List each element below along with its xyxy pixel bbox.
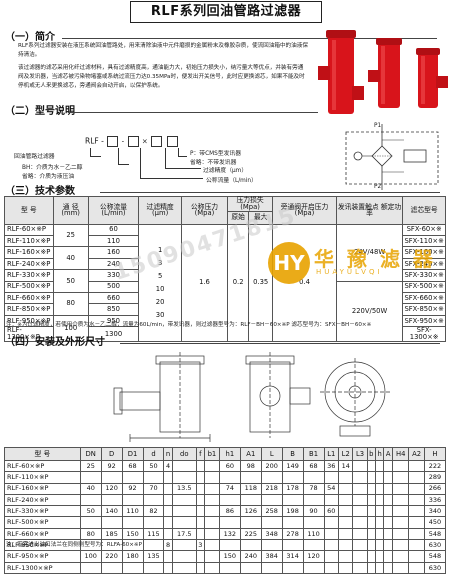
model-code: RLF - - ×	[85, 136, 179, 147]
drawing-front-view	[245, 352, 311, 438]
dims-note: 注：若需进出油口法兰在同侧则型号为：RLFA-60×※P	[6, 542, 142, 548]
port-p1-label: P1	[374, 123, 382, 129]
col-header-bypass: 旁通阀开启压力 (Mpa)	[272, 196, 337, 225]
signal-option-p: P：带CMS型发讯器	[190, 151, 242, 157]
drawing-side-view	[113, 352, 211, 442]
catalog-page: RLF系列回油管路过滤器 （一）简介 RLF系列过滤器安装在液压系统回油管路处，…	[4, 1, 448, 574]
code-box-signal	[166, 136, 178, 147]
flow-label: 公称流量（L/min）	[206, 178, 257, 184]
col-header-loss-orig: 原始	[226, 210, 250, 225]
brand-subname: HUAYULVQI	[316, 268, 383, 276]
brand-name: 华 豫 滤 器	[314, 247, 436, 271]
section-tech-heading: （三）技术参数	[5, 186, 75, 197]
bracket-line	[165, 148, 201, 169]
intro-paragraph-2: 该过滤器的滤芯采用化纤过滤材料，具有过滤精度高，通油能力大，初始压力损失小，纳污…	[18, 65, 305, 89]
col-header-element: 滤芯型号	[402, 196, 446, 225]
filter-photo-large	[318, 30, 364, 114]
model-prefix: RLF -	[85, 136, 104, 146]
bracket-line	[90, 148, 101, 157]
col-header-power: 发讯装置触点 额定功率	[335, 196, 404, 225]
hydraulic-symbol	[345, 124, 439, 190]
col-header-pressure: 公称压力 (Mpa)	[180, 196, 229, 225]
col-header-model: 型 号	[4, 447, 81, 461]
filter-photo-small	[416, 48, 448, 108]
bracket-line	[118, 148, 129, 165]
medium-oil-label: 省略：介质为液压油	[22, 174, 75, 180]
filter-photo-medium	[368, 38, 402, 108]
intro-paragraph-1: RLF系列过滤器安装在液压系统回油管路处，用来清除油液中元件磨损的金属粉末及橡胶…	[18, 43, 308, 58]
product-photos	[318, 30, 448, 114]
drawing-top-view	[320, 358, 390, 437]
code-box-flow	[127, 136, 139, 147]
section-model-heading: （二）型号说明	[5, 106, 75, 117]
medium-bh-label: BH：介质为水－乙二醇	[22, 165, 83, 171]
dimension-drawings	[113, 352, 390, 442]
col-header-dn: 通 径 (mm)	[52, 196, 89, 225]
section-intro-heading: （一）简介	[5, 32, 55, 43]
code-box-precision	[151, 136, 163, 147]
port-p2-label: P2	[374, 184, 382, 190]
code-box-medium	[107, 136, 119, 147]
section-dims-heading: （四）安装及外形尺寸	[5, 337, 105, 348]
col-header-loss: 压力损失(Mpa)	[226, 196, 274, 212]
precision-label: 过滤精度（μm）	[203, 168, 248, 174]
tech-note: 注：※为过滤精度，若使用介质为水－乙二醇，流量为60L/min，带发讯器，则过滤…	[6, 322, 372, 328]
section-divider	[120, 343, 440, 344]
bracket-line	[178, 148, 187, 157]
line-filter-label: 回油管路过滤器	[14, 154, 55, 160]
col-header-precision: 过滤精度 (μm)	[138, 196, 182, 225]
page-title: RLF系列回油管路过滤器	[130, 1, 322, 23]
bracket-line	[140, 148, 203, 179]
brand-logo: HY	[268, 242, 310, 284]
section-divider	[68, 112, 318, 113]
col-header-model: 型 号	[4, 196, 54, 225]
section-divider	[62, 38, 437, 39]
col-header-flow: 公称流量 (L/min)	[87, 196, 140, 225]
section-divider	[100, 192, 440, 193]
signal-option-none: 省略：不带发讯器	[190, 160, 237, 166]
